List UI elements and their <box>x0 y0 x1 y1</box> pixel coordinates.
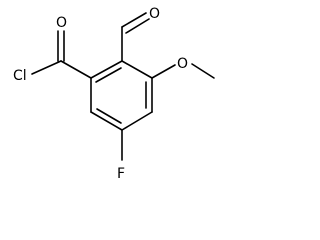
bond-methoxy-oxygen-to-methyl <box>191 63 215 79</box>
ring-bond-c5-c6 <box>90 111 123 131</box>
ring-bond-c2-c3 <box>121 60 153 79</box>
bond-ring-to-methoxy-oxygen <box>151 64 176 79</box>
benzene-ring <box>90 60 153 131</box>
chlorine-label: Cl <box>13 68 27 84</box>
ring-double-bond-inner-3 <box>96 108 122 124</box>
acid-chloride-group: Cl O <box>13 15 92 84</box>
aldehyde-group: O <box>121 6 160 62</box>
bond-aldehyde-double-b <box>125 18 150 34</box>
bond-carbonyl-carbon-to-chlorine <box>31 60 62 75</box>
ring-bond-c4-c5 <box>121 111 153 131</box>
chemical-structure-diagram: Cl O O O F <box>13 6 215 182</box>
fluoro-group: F <box>117 129 125 182</box>
bond-aldehyde-double-a <box>121 12 147 28</box>
methoxy-oxygen-label: O <box>177 56 188 72</box>
methoxy-group: O <box>151 56 215 79</box>
bond-ring-to-carbonyl-carbon <box>60 60 92 79</box>
ring-bond-c1-c2 <box>90 60 123 79</box>
aldehyde-oxygen-label: O <box>149 6 160 22</box>
fluorine-label: F <box>117 166 125 182</box>
acid-chloride-oxygen-label: O <box>56 15 67 31</box>
ring-double-bond-inner-1 <box>95 67 122 83</box>
